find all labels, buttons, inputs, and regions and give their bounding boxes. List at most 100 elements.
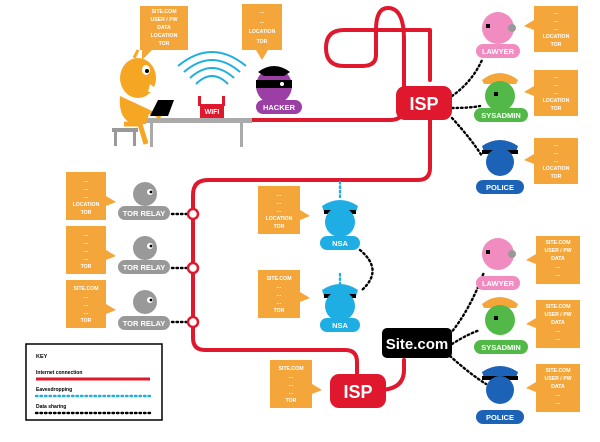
bottom-watchers: LAWYER SYSADMIN POLICE — [474, 238, 528, 424]
user-note-line-3: LOCATION — [151, 33, 178, 39]
site-note-0: SITE.COM USER / PW DATA ... ... — [526, 236, 580, 284]
tor-relay-1-label: TOR RELAY — [123, 209, 166, 218]
top-note-1-line-0: ... — [554, 74, 559, 80]
relay-junctions — [186, 207, 200, 329]
isp-bottom-label: ISP — [343, 382, 372, 402]
sysadmin-top: SYSADMIN — [474, 73, 528, 122]
hacker: ... ... LOCATION TOR HACKER — [242, 4, 302, 114]
hacker-note-line-1: ... — [260, 19, 265, 25]
sysadmin-bottom-label: SYSADMIN — [481, 343, 521, 352]
tor-relay-2-label: TOR RELAY — [123, 263, 166, 272]
tor-note-0-line-4: TOR — [81, 210, 92, 216]
nsa-note-1-line-2: ... — [277, 292, 282, 298]
nsa-2: SITE.COM ... ... ... TOR NSA — [258, 270, 360, 332]
tor-relay-3: SITE.COM ... ... ... TOR TOR RELAY — [66, 280, 170, 330]
tor-relay-3-label: TOR RELAY — [123, 319, 166, 328]
site-note-0-line-3: ... — [556, 264, 561, 270]
nsa-note-1-line-0: SITE.COM — [266, 276, 291, 282]
site-note-2-line-2: DATA — [551, 384, 565, 390]
user-note-line-0: SITE.COM — [151, 9, 176, 15]
key-item-1-label: Eavesdropping — [36, 387, 72, 393]
wifi-icon — [177, 51, 247, 85]
hacker-note-line-2: LOCATION — [249, 29, 276, 35]
tor-note-1-line-0: ... — [84, 232, 89, 238]
site-note-1-line-3: ... — [556, 328, 561, 334]
top-isp-notes: ... ... ... LOCATION TOR ... ... ... LOC… — [524, 6, 578, 184]
share-nsa-nsa — [358, 248, 374, 292]
nsa-1-label: NSA — [332, 239, 348, 248]
site-note-1: SITE.COM USER / PW DATA ... ... — [526, 300, 580, 348]
hacker-note-box — [242, 4, 282, 50]
lawyer-bottom-label: LAWYER — [482, 279, 515, 288]
top-note-0: ... ... ... LOCATION TOR — [524, 6, 578, 52]
nsa-note-0-line-0: ... — [277, 192, 282, 198]
bottom-isp-note-line-0: SITE.COM — [278, 366, 303, 372]
lawyer-top-label: LAWYER — [482, 47, 515, 56]
police-top: POLICE — [476, 140, 524, 194]
nsa-1: ... ... ... LOCATION TOR NSA — [258, 186, 360, 250]
site-note-1-line-0: SITE.COM — [545, 304, 570, 310]
share-isp-sysadmin — [450, 104, 482, 110]
tor-note-2-line-3: ... — [84, 310, 89, 316]
tor-note-0-line-0: ... — [84, 178, 89, 184]
tor-note-2-line-4: TOR — [81, 318, 92, 324]
top-note-0-line-3: LOCATION — [543, 34, 570, 40]
police-top-label: POLICE — [486, 183, 514, 192]
key-item-0-label: Internet connection — [36, 370, 82, 376]
tor-note-1-line-2: ... — [84, 248, 89, 254]
junction-1 — [186, 207, 200, 221]
site-note-1-line-2: DATA — [551, 320, 565, 326]
tor-note-1-line-4: TOR — [81, 264, 92, 270]
bottom-isp-note-line-4: TOR — [286, 398, 297, 404]
sysadmin-bottom: SYSADMIN — [474, 297, 528, 354]
site-notes: SITE.COM USER / PW DATA ... ... SITE.COM… — [526, 236, 580, 412]
tor-note-2-line-1: ... — [84, 294, 89, 300]
share-isp-police — [450, 116, 484, 158]
laptop — [150, 100, 174, 116]
top-note-1-line-2: ... — [554, 90, 559, 96]
top-note-1: ... ... ... LOCATION TOR — [524, 70, 578, 116]
top-note-0-line-1: ... — [554, 18, 559, 24]
nsa-note-1-line-1: ... — [277, 284, 282, 290]
top-note-1-line-1: ... — [554, 82, 559, 88]
bottom-isp-note-line-3: ... — [289, 390, 294, 396]
site-note-2: SITE.COM USER / PW DATA ... ... — [526, 364, 580, 412]
top-note-2-line-0: ... — [554, 142, 559, 148]
key-item-2-label: Data sharing — [36, 404, 66, 410]
site-note-0-line-0: SITE.COM — [545, 240, 570, 246]
share-isp-lawyer — [450, 58, 484, 98]
legend-key: KEY Internet connection Eavesdropping Da… — [25, 343, 163, 421]
top-note-2-line-3: LOCATION — [543, 166, 570, 172]
user-note-line-4: TOR — [159, 41, 170, 47]
nsa-note-1-line-3: ... — [277, 300, 282, 306]
top-note-2-line-4: TOR — [551, 174, 562, 180]
top-note-2-line-2: ... — [554, 158, 559, 164]
nsa-agents: ... ... ... LOCATION TOR NSA SITE.COM ..… — [258, 186, 360, 332]
site-note-1-line-4: ... — [556, 336, 561, 342]
hacker-label: HACKER — [263, 103, 296, 112]
wifi-label: WIFI — [205, 109, 220, 116]
isp-top-label: ISP — [409, 94, 438, 114]
tor-note-2-line-2: ... — [84, 302, 89, 308]
hacker-note-line-3: TOR — [257, 39, 268, 45]
isp-bottom: ISP SITE.COM ... ... ... TOR — [270, 360, 386, 408]
site-note-1-line-1: USER / PW — [544, 312, 571, 318]
nsa-note-0-line-3: LOCATION — [266, 216, 293, 222]
site-com: Site.com — [382, 328, 452, 358]
site-note-2-line-3: ... — [556, 392, 561, 398]
top-note-1-line-4: TOR — [551, 106, 562, 112]
user-note-box — [140, 6, 188, 50]
tor-relays: ... ... ... LOCATION TOR TOR RELAY ... .… — [66, 172, 170, 330]
desk — [140, 118, 252, 123]
tor-note-2-line-0: SITE.COM — [73, 286, 98, 292]
site-note-0-line-4: ... — [556, 272, 561, 278]
nsa-note-0-line-1: ... — [277, 200, 282, 206]
bottom-isp-note-line-1: ... — [289, 374, 294, 380]
share-site-police — [448, 354, 488, 386]
site-note-2-line-1: USER / PW — [544, 376, 571, 382]
share-site-sysadmin — [450, 328, 482, 346]
user-note-line-1: USER / PW — [150, 17, 177, 23]
nsa-note-0-line-2: ... — [277, 208, 282, 214]
top-note-2-line-1: ... — [554, 150, 559, 156]
